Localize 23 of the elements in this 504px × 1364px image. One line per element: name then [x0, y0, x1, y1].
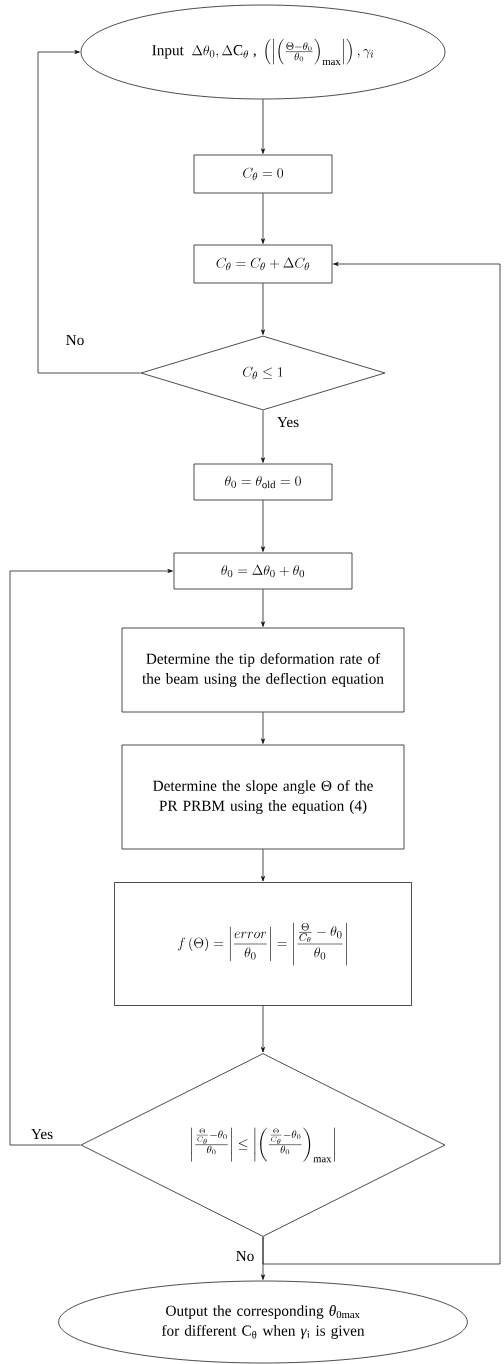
process-box: Determine the tip deformation rate of the beam using the deflection equation	[121, 627, 405, 713]
process-box: $f\left(\Theta\right)=\left|\frac{error}{\theta_0}\right|=\left|\frac{\frac{\Theta}{C_\theta}-\theta_0}{\theta_0}\right|$	[114, 882, 412, 1006]
edge-label: Yes	[29, 1127, 55, 1141]
arrow	[262, 262, 501, 1265]
edge-label: No	[234, 1249, 256, 1263]
arrow	[261, 283, 265, 335]
arrow	[261, 193, 265, 244]
arrow	[37, 50, 141, 374]
edge-label: No	[64, 333, 86, 347]
arrow	[261, 849, 265, 882]
arrow	[261, 589, 265, 627]
arrow	[261, 500, 265, 552]
arrow	[9, 569, 173, 1146]
process-box: $C_\theta=0$	[193, 154, 333, 194]
arrow	[261, 1005, 265, 1053]
arrow	[261, 99, 265, 154]
edge-label: Yes	[275, 415, 301, 429]
arrow	[261, 410, 265, 463]
process-box: $\theta_0=\theta_{\mathrm{old}}=0$	[193, 463, 333, 501]
arrow	[261, 712, 265, 744]
process-box: $C_\theta=C_\theta+\Delta C_\theta$	[193, 244, 333, 284]
process-box: Determine the slope angle Θ of the PR PRBM using the equation (4)	[121, 744, 405, 850]
process-box: $\theta_0=\Delta\theta_0+\theta_0$	[173, 552, 353, 590]
